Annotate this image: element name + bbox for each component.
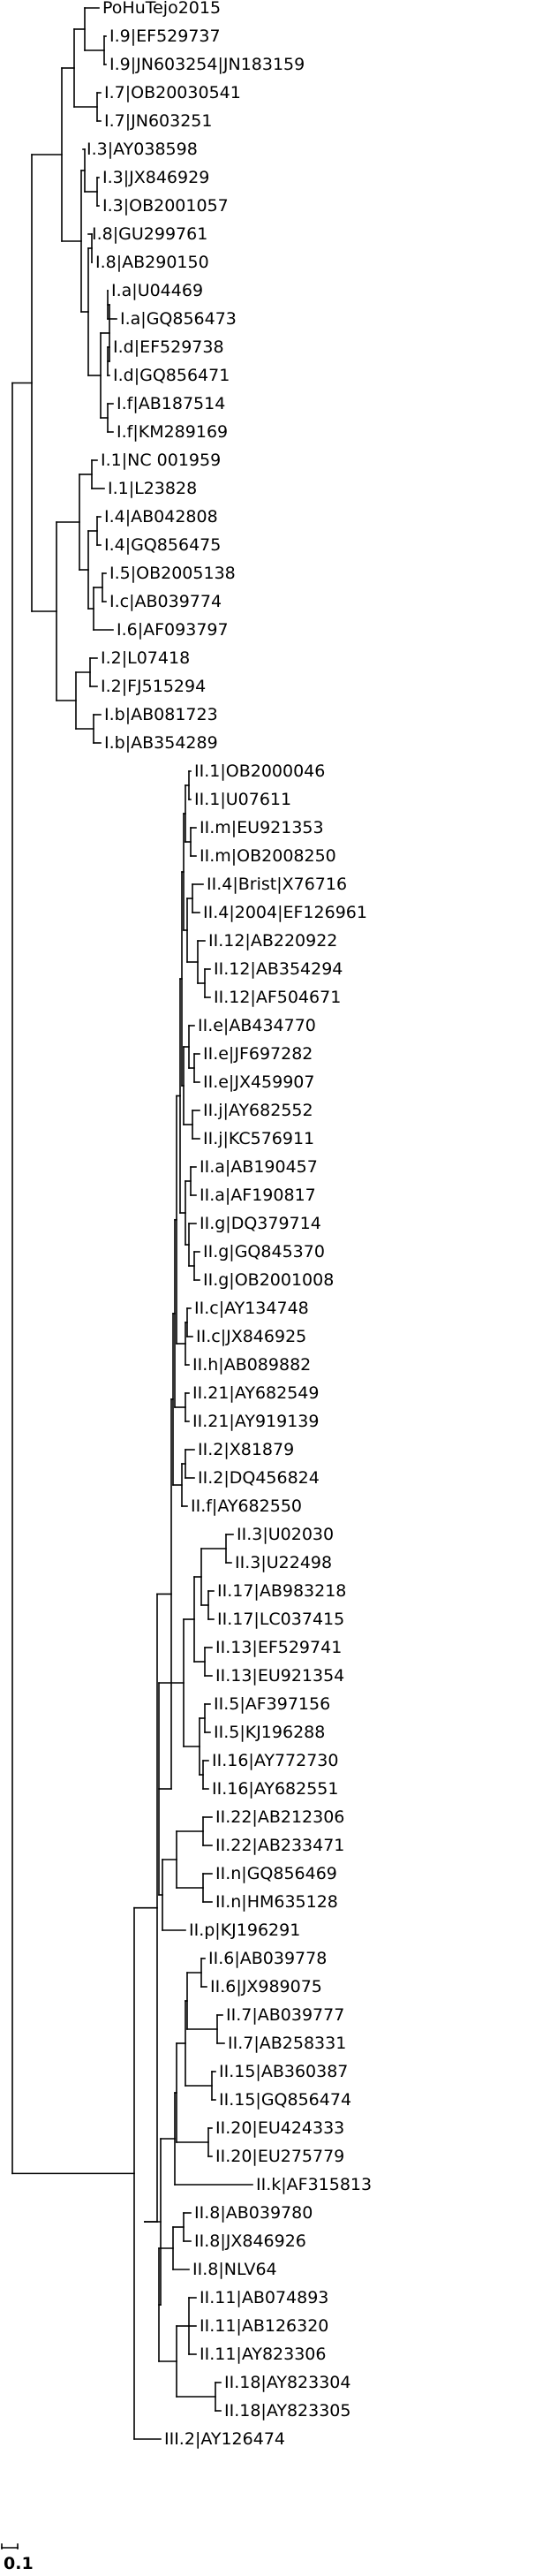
- taxon-label: II.7|AB039777: [226, 2005, 344, 2025]
- taxon-label: II.4|Brist|X76716: [207, 875, 347, 894]
- taxon-label: II.7|AB258331: [228, 2034, 346, 2053]
- taxon-label: II.f|AY682550: [191, 1496, 302, 1516]
- taxon-label: II.17|LC037415: [217, 1610, 344, 1629]
- taxon-label: II.4|2004|EF126961: [203, 903, 367, 922]
- taxon-label: I.8|GU299761: [92, 224, 207, 244]
- taxon-label: II.a|AB190457: [200, 1157, 318, 1177]
- taxon-label: I.4|AB042808: [104, 507, 218, 527]
- taxon-label: II.e|AB434770: [198, 1016, 316, 1035]
- taxon-label: I.3|JX846929: [102, 168, 209, 187]
- taxon-label: II.11|AB074893: [200, 2288, 328, 2307]
- taxon-label: I.d|GQ856471: [113, 366, 230, 385]
- taxon-label: I.6|AF093797: [117, 620, 229, 640]
- taxon-label: II.5|AF397156: [214, 1694, 330, 1714]
- taxon-label: II.c|AY134748: [194, 1299, 309, 1318]
- taxon-label: II.22|AB212306: [215, 1807, 344, 1827]
- taxon-label: II.21|AY682549: [192, 1383, 319, 1403]
- taxon-label: III.2|AY126474: [164, 2429, 285, 2449]
- taxon-labels: PoHuTejo2015I.9|EF529737I.9|JN603254|JN1…: [87, 0, 372, 2449]
- taxon-label: II.j|KC576911: [203, 1129, 314, 1148]
- taxon-label: I.a|GQ856473: [120, 309, 237, 329]
- taxon-label: I.4|GQ856475: [104, 535, 221, 555]
- taxon-label: II.11|AB126320: [200, 2316, 328, 2336]
- taxon-label: I.1|L23828: [108, 479, 197, 498]
- taxon-label: II.g|OB2001008: [203, 1270, 334, 1290]
- taxon-label: PoHuTejo2015: [102, 0, 221, 18]
- taxon-label: I.f|AB187514: [117, 394, 225, 413]
- taxon-label: I.3|AY038598: [87, 140, 198, 159]
- taxon-label: II.h|AB089882: [192, 1355, 311, 1375]
- taxon-label: II.n|HM635128: [215, 1892, 338, 1912]
- taxon-label: I.8|AB290150: [95, 253, 209, 272]
- taxon-label: I.7|OB20030541: [104, 83, 241, 102]
- taxon-label: I.9|JN603254|JN183159: [109, 55, 305, 74]
- scale-bar: 0.1: [1, 2543, 34, 2573]
- taxon-label: II.13|EU921354: [215, 1666, 344, 1686]
- taxon-label: II.20|EU275779: [215, 2147, 344, 2166]
- taxon-label: I.9|EF529737: [109, 27, 221, 46]
- taxon-label: II.12|AF504671: [214, 988, 341, 1007]
- taxon-label: I.2|L07418: [101, 648, 190, 668]
- taxon-label: II.15|AB360387: [219, 2062, 348, 2081]
- taxon-label: II.8|NLV64: [192, 2260, 277, 2279]
- taxon-label: II.3|U22498: [235, 1553, 332, 1572]
- taxon-label: I.7|JN603251: [104, 111, 212, 131]
- taxon-label: I.c|AB039774: [109, 592, 222, 611]
- taxon-label: II.18|AY823305: [224, 2401, 350, 2421]
- taxon-label: I.2|FJ515294: [101, 677, 206, 696]
- tree-branches: [11, 7, 253, 2440]
- taxon-label: I.b|AB354289: [104, 733, 218, 753]
- taxon-label: II.3|U02030: [237, 1525, 334, 1544]
- taxon-label: II.m|OB2008250: [200, 846, 336, 866]
- taxon-label: II.m|EU921353: [200, 818, 324, 837]
- taxon-label: I.b|AB081723: [104, 705, 218, 724]
- taxon-label: II.17|AB983218: [217, 1581, 346, 1601]
- taxon-label: II.11|AY823306: [200, 2345, 326, 2364]
- taxon-label: II.8|JX846926: [194, 2231, 306, 2251]
- taxon-label: I.5|OB2005138: [109, 564, 236, 583]
- taxon-label: II.22|AB233471: [215, 1836, 344, 1855]
- taxon-label: II.g|GQ845370: [203, 1242, 325, 1261]
- taxon-label: II.12|AB354294: [214, 959, 343, 979]
- taxon-label: I.3|OB2001057: [102, 196, 229, 216]
- taxon-label: II.g|DQ379714: [200, 1214, 321, 1233]
- taxon-label: II.e|JF697282: [203, 1044, 313, 1064]
- taxon-label: II.16|AY682551: [212, 1779, 338, 1799]
- taxon-label: II.8|AB039780: [194, 2203, 313, 2223]
- taxon-label: II.1|U07611: [194, 790, 291, 809]
- taxon-label: II.1|OB2000046: [194, 761, 325, 781]
- taxon-label: I.a|U04469: [111, 281, 203, 300]
- taxon-label: II.5|KJ196288: [214, 1723, 325, 1742]
- taxon-label: II.a|AF190817: [200, 1186, 316, 1205]
- taxon-label: II.2|DQ456824: [198, 1468, 320, 1488]
- taxon-label: II.16|AY772730: [212, 1751, 338, 1770]
- taxon-label: I.d|EF529738: [113, 337, 224, 357]
- taxon-label: II.18|AY823304: [224, 2373, 350, 2392]
- taxon-label: II.k|AF315813: [256, 2175, 372, 2194]
- taxon-label: II.15|GQ856474: [219, 2090, 351, 2110]
- taxon-label: II.n|GQ856469: [215, 1864, 337, 1883]
- taxon-label: II.e|JX459907: [203, 1072, 315, 1092]
- taxon-label: II.20|EU424333: [215, 2118, 344, 2138]
- taxon-label: II.p|KJ196291: [189, 1921, 300, 1940]
- taxon-label: I.f|KM289169: [117, 422, 228, 442]
- taxon-label: II.13|EF529741: [215, 1638, 342, 1657]
- scale-bar-label: 0.1: [4, 2554, 34, 2573]
- taxon-label: II.c|JX846925: [196, 1327, 306, 1346]
- taxon-label: I.1|NC 001959: [101, 451, 221, 470]
- taxon-label: II.6|AB039778: [208, 1949, 327, 1968]
- taxon-label: II.j|AY682552: [203, 1101, 313, 1120]
- taxon-label: II.21|AY919139: [192, 1412, 319, 1431]
- taxon-label: II.12|AB220922: [208, 931, 337, 951]
- taxon-label: II.2|X81879: [198, 1440, 294, 1459]
- taxon-label: II.6|JX989075: [210, 1977, 322, 1996]
